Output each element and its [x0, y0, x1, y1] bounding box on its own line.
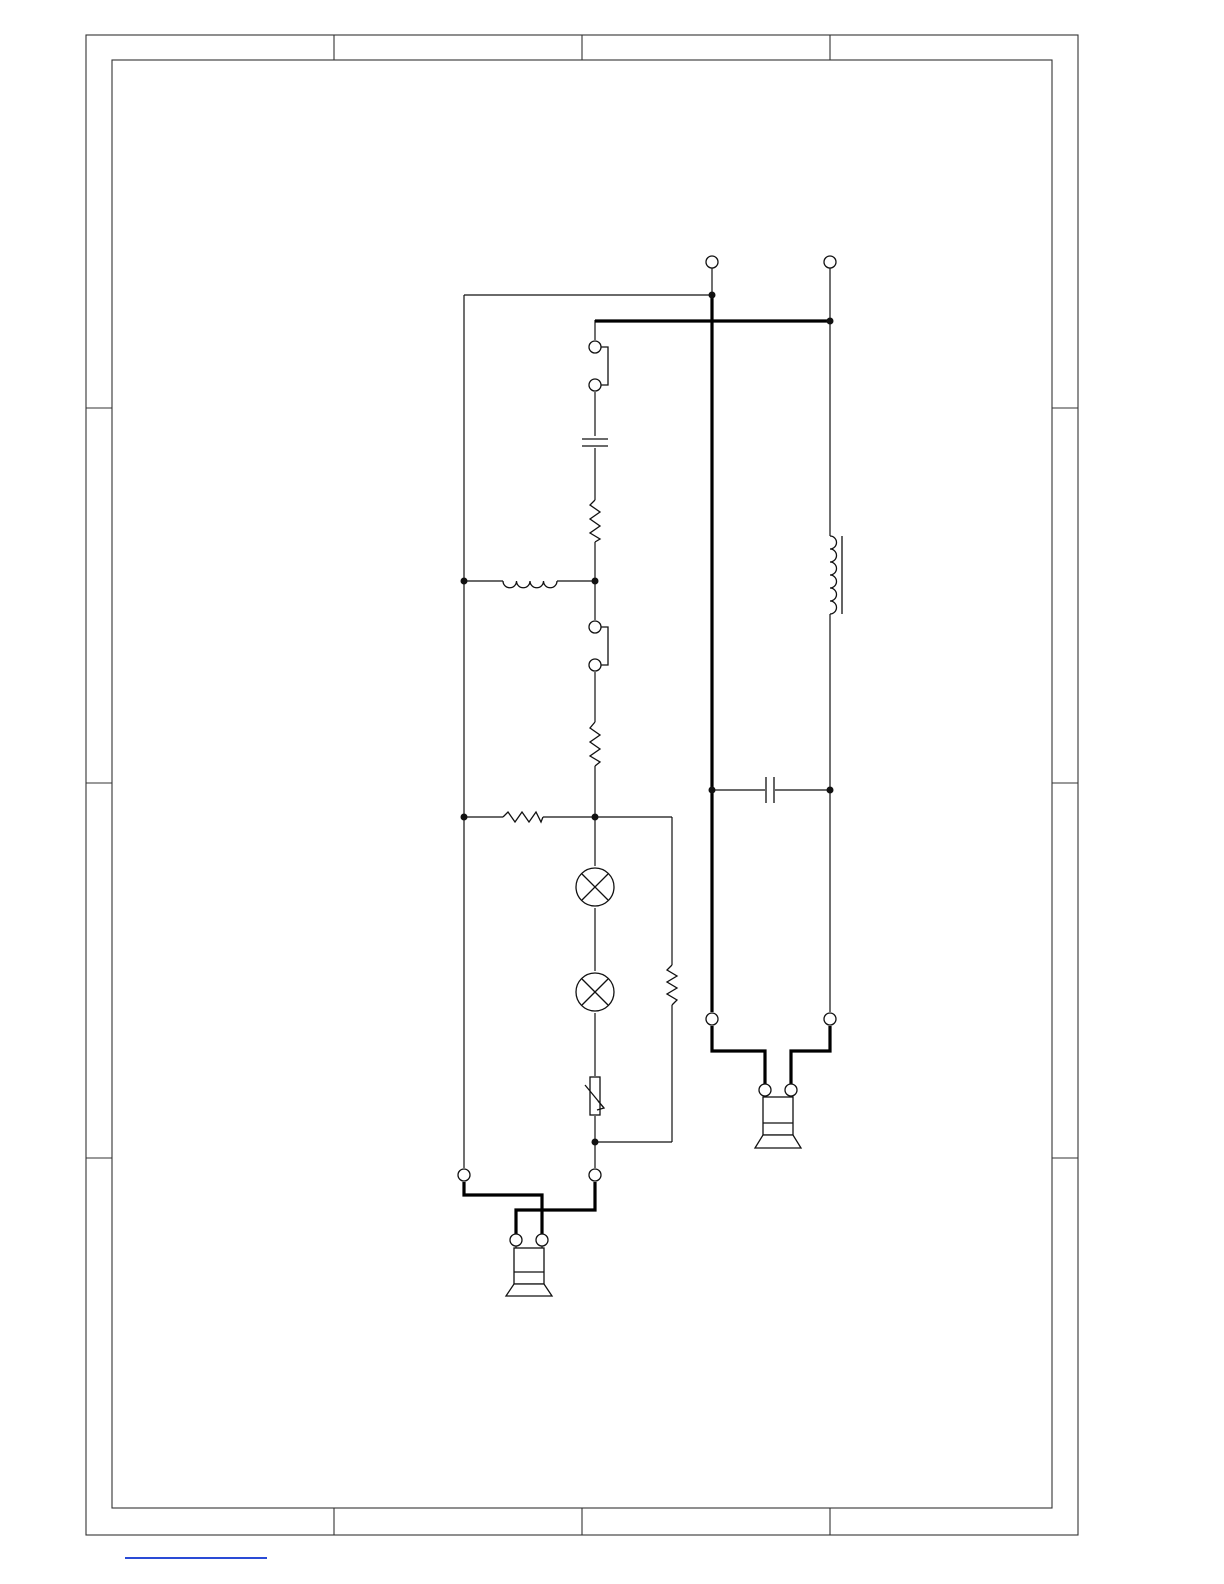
speaker-1-terminal-a — [510, 1234, 522, 1246]
rheostat-1 — [585, 1077, 604, 1115]
terminal-top-right — [824, 256, 836, 268]
resistor-2 — [590, 722, 600, 766]
inductor-2 — [830, 536, 842, 614]
speaker-2 — [755, 1097, 801, 1148]
lamp-1 — [576, 868, 614, 906]
speaker-1 — [506, 1246, 552, 1296]
speaker-1-terminal-b — [536, 1234, 548, 1246]
capacitor-1 — [582, 439, 608, 446]
switch-1 — [589, 341, 608, 391]
wiring-thin — [464, 268, 830, 1168]
terminal-left-bottom-2 — [589, 1169, 601, 1181]
capacitor-2 — [766, 777, 774, 803]
resistor-3 — [503, 812, 543, 822]
switch-2 — [589, 621, 608, 671]
junction-dots — [461, 292, 834, 1146]
terminal-right-bottom-1 — [706, 1013, 718, 1025]
resistor-1 — [590, 500, 600, 542]
resistor-4 — [667, 965, 677, 1005]
lamp-2 — [576, 973, 614, 1011]
drawing-frame — [86, 35, 1078, 1535]
wiring-thick — [464, 295, 830, 1234]
terminal-right-bottom-2 — [824, 1013, 836, 1025]
speaker-2-terminal-b — [785, 1084, 797, 1096]
page-link-underline[interactable] — [125, 1557, 267, 1559]
speaker-2-terminal-a — [759, 1084, 771, 1096]
terminal-top-left — [706, 256, 718, 268]
inductor-1 — [503, 581, 557, 588]
terminal-left-bottom-1 — [458, 1169, 470, 1181]
